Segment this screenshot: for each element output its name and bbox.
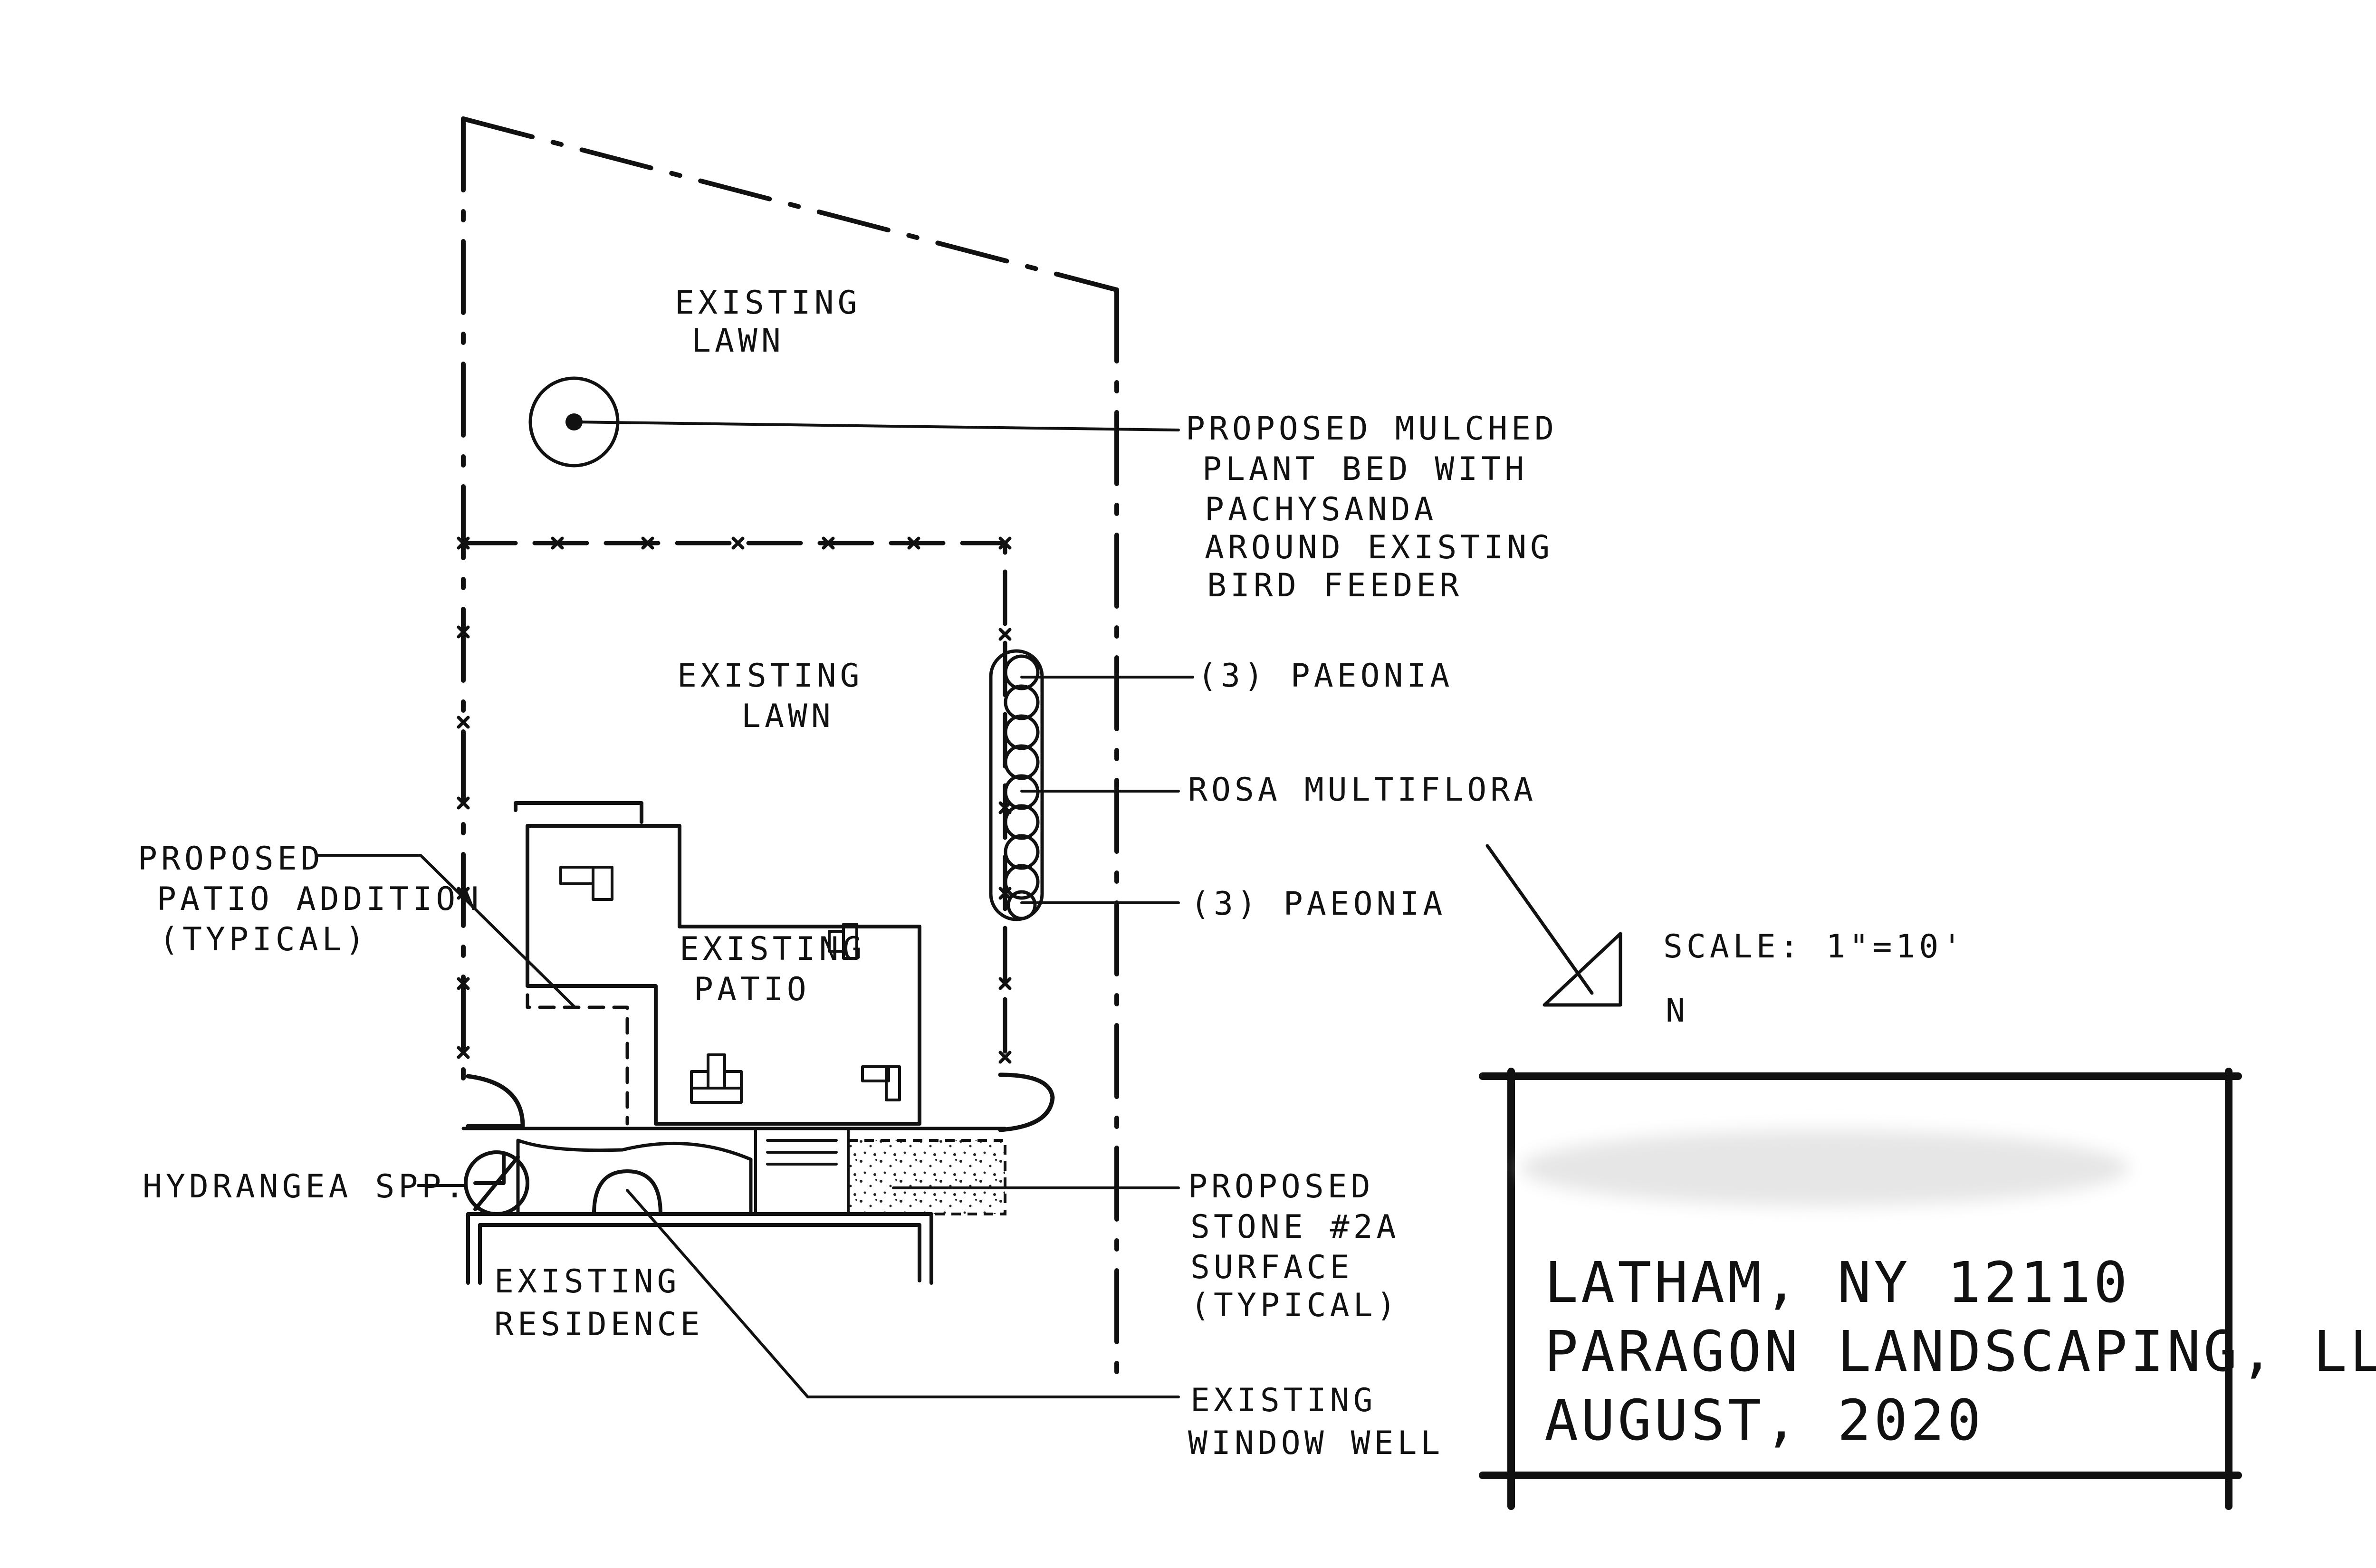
patio-label-2: PATIO [694,971,810,1008]
paeonia-bottom-callout: (3) PAEONIA [1190,885,1446,923]
title-block: LATHAM, NY 12110 PARAGON LANDSCAPING, LL… [1479,1068,2376,1510]
residence-outline [466,1212,933,1285]
patio-steps [754,1127,850,1215]
mulched-bed-callout-1: PROPOSED MULCHED [1186,410,1558,448]
north-label: N [1666,992,1689,1030]
north-arrow-icon [1485,844,1622,1007]
hydrangea-icon [464,1150,529,1216]
property-boundary [461,116,1119,1380]
stone-surface-callout-4: (TYPICAL) [1190,1287,1399,1324]
stone-surface-callout-1: PROPOSED [1188,1168,1374,1205]
patio-label-1: EXISTING [680,930,866,968]
mulched-bed-callout-4: AROUND EXISTING [1205,529,1553,566]
redacted-address [1521,1130,2129,1206]
title-company: PARAGON LANDSCAPING, LLC [1544,1319,2376,1384]
paeonia-top-callout: (3) PAEONIA [1198,657,1453,695]
patio-addition-callout-3: (TYPICAL) [159,921,368,958]
fence-line [457,536,1055,1132]
lawn-upper-label-1: EXISTING [675,284,861,322]
stone-surface-callout-2: STONE #2A [1190,1208,1399,1246]
gate-left-icon [466,1074,525,1128]
callout-labels: PROPOSED MULCHED PLANT BED WITH PACHYSAN… [138,410,1558,1462]
lawn-lower-label-2: LAWN [741,698,834,735]
window-well-icon [592,1169,662,1216]
plant-bed-fence-row [989,649,1044,921]
stone-surface-callout-3: SURFACE [1190,1249,1353,1286]
scale-legend: SCALE: 1"=10' N [1663,928,1965,1030]
title-date: AUGUST, 2020 [1544,1387,1984,1453]
zone-labels: EXISTING LAWN EXISTING LAWN EXISTING PAT… [494,284,866,1343]
scale-label: SCALE: 1"=10' [1663,928,1965,966]
lawn-lower-label-1: EXISTING [677,657,863,695]
mulched-bed-callout-5: BIRD FEEDER [1207,567,1463,604]
rosa-callout: ROSA MULTIFLORA [1188,771,1537,809]
mulched-bed-callout-2: PLANT BED WITH [1202,450,1528,488]
patio-addition-callout-2: PATIO ADDITION [157,880,482,918]
proposed-patio-addition-outline [526,944,629,1126]
title-city-line: LATHAM, NY 12110 [1544,1250,2130,1315]
window-well-callout-1: EXISTING [1190,1382,1377,1419]
residence-label-1: EXISTING [494,1263,680,1300]
lawn-upper-label-2: LAWN [691,322,785,360]
gate-right-icon [998,1072,1055,1132]
hydrangea-callout: HYDRANGEA SPP. [143,1168,468,1205]
window-well-callout-2: WINDOW WELL [1188,1425,1444,1462]
patio-addition-callout-1: PROPOSED [138,840,324,878]
patio-area [514,801,921,1126]
leader-lines [317,421,1194,1398]
patio-furniture-icon [559,866,901,1104]
mulched-bed-callout-3: PACHYSANDA [1205,491,1437,528]
residence-label-2: RESIDENCE [494,1306,703,1343]
stone-surface-area [461,1127,1007,1216]
